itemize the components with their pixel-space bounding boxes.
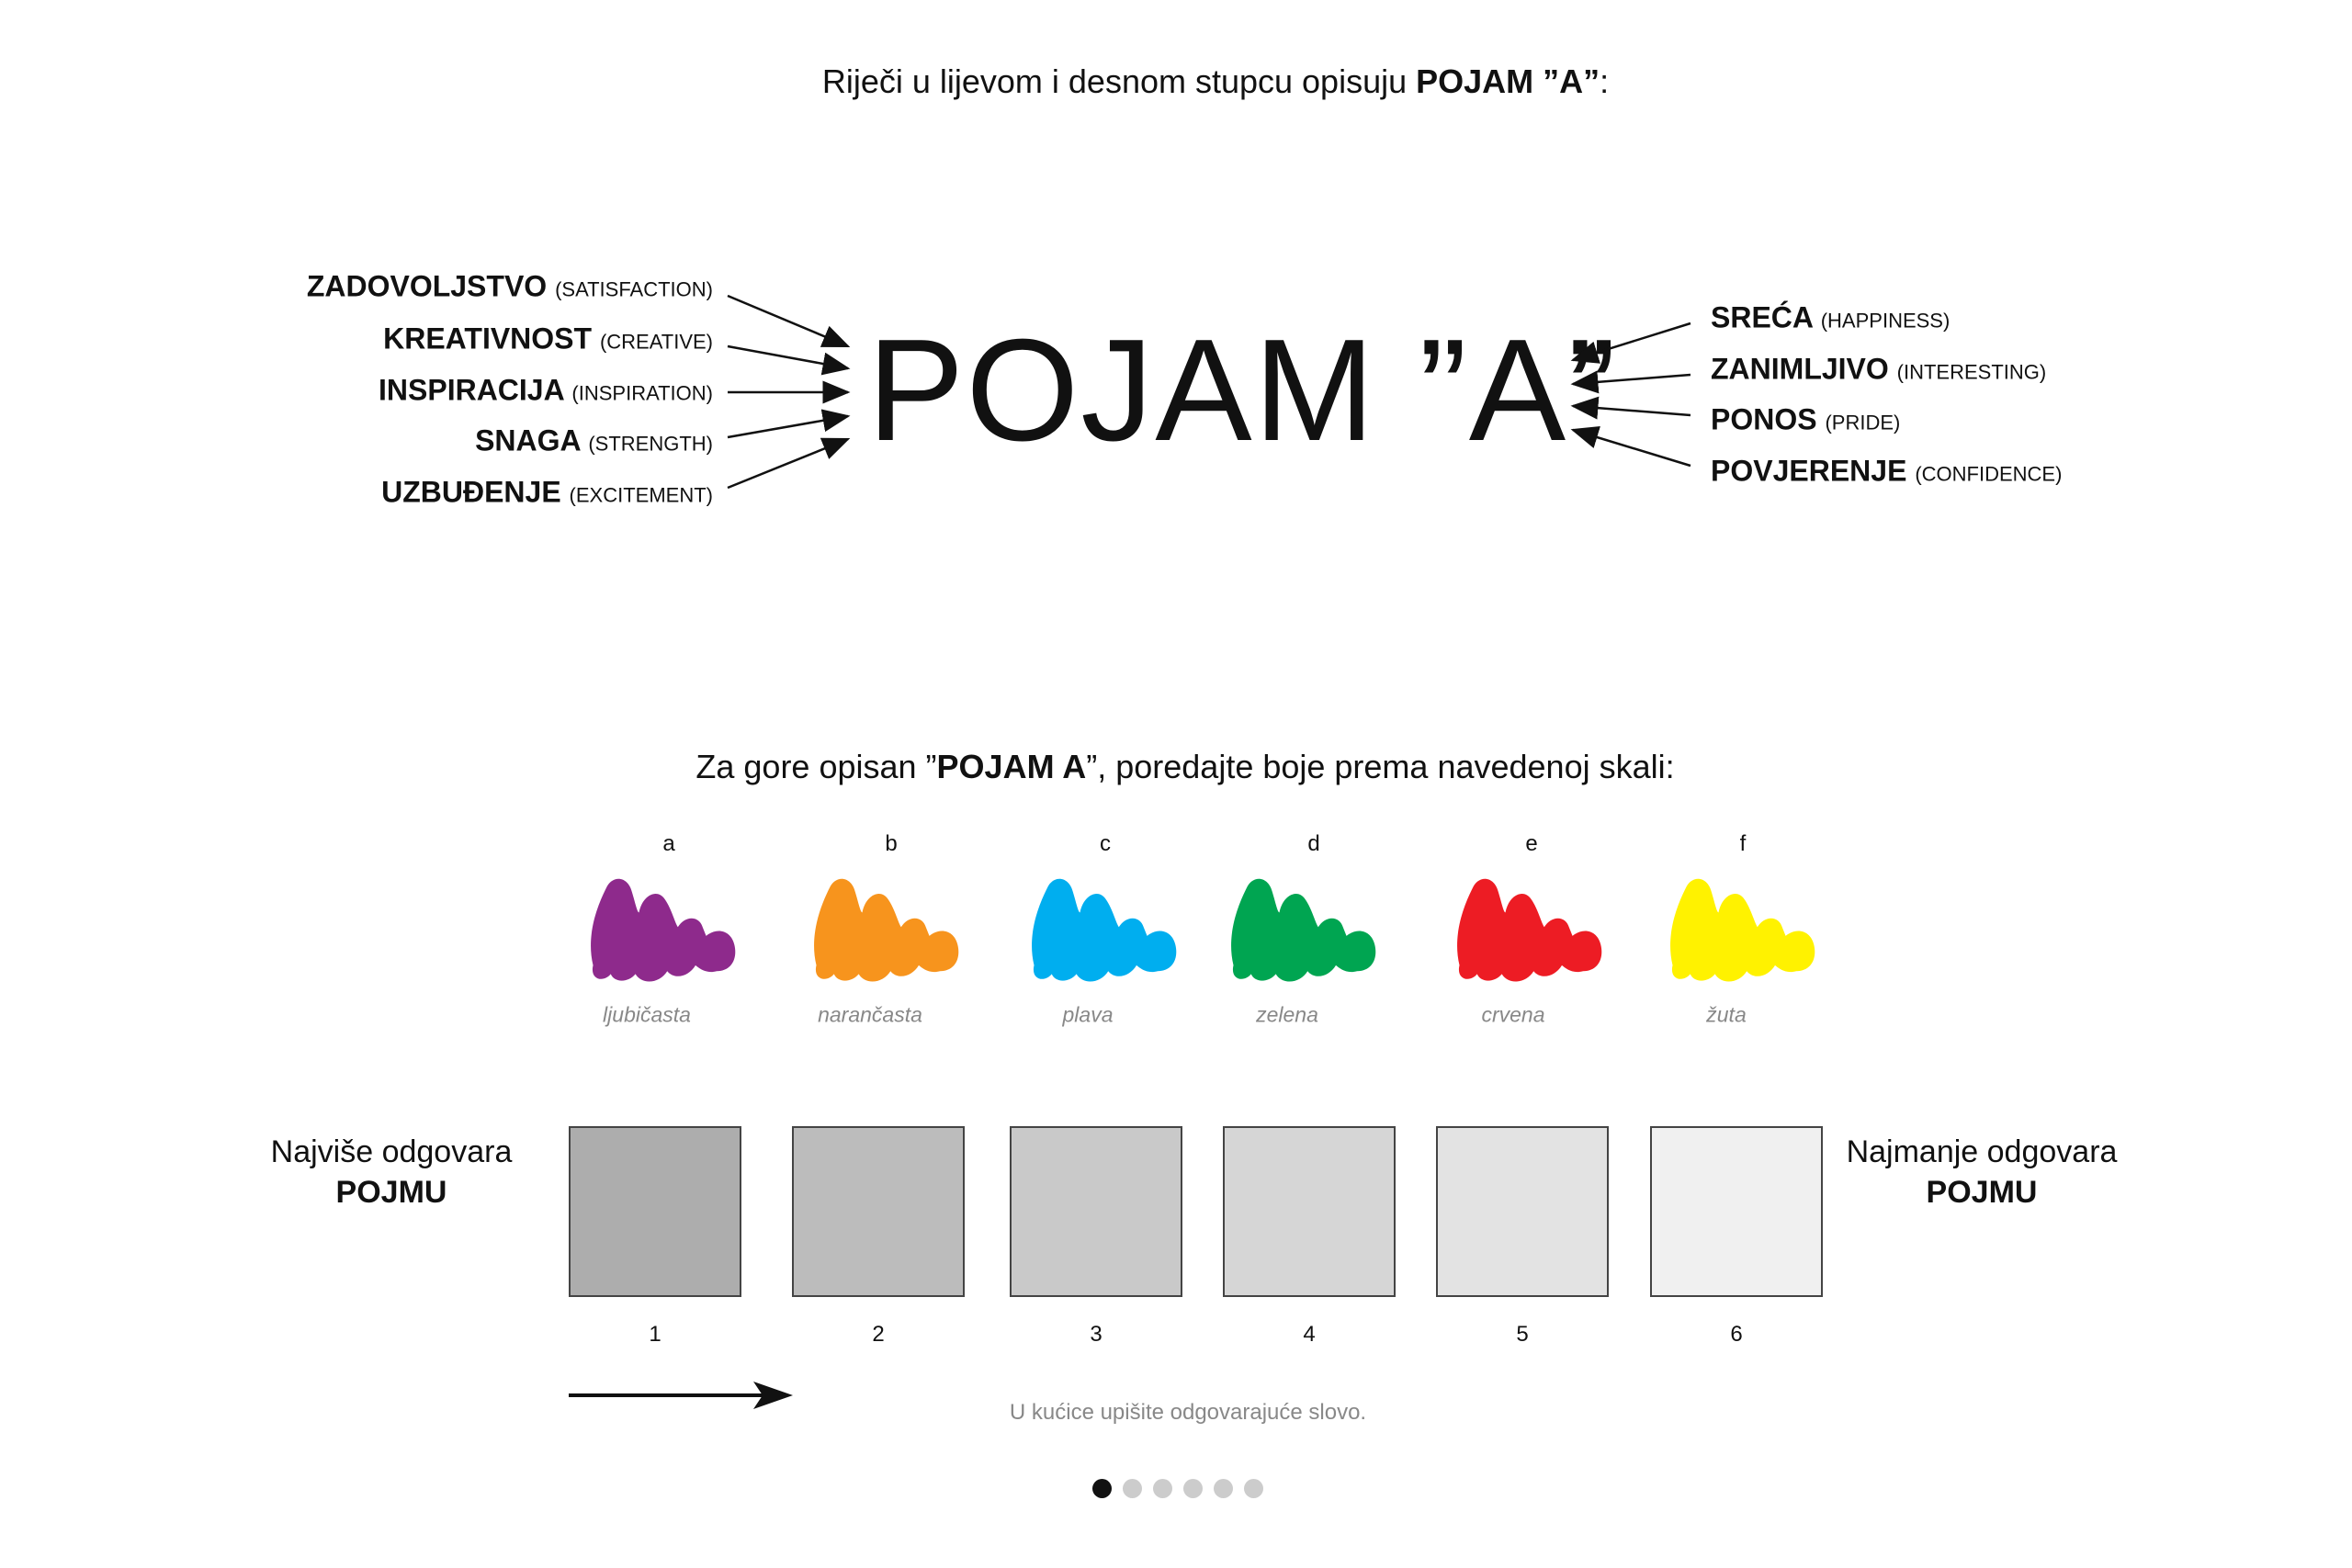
color-name: zelena xyxy=(1256,1002,1318,1027)
rank-number: 3 xyxy=(1090,1322,1102,1347)
right-word: ZANIMLJIVO (INTERESTING) xyxy=(1711,353,2046,387)
word-label: SNAGA xyxy=(475,423,581,457)
word-label: SREĆA xyxy=(1711,300,1813,334)
word-translation: (PRIDE) xyxy=(1825,411,1901,434)
right-word: POVJERENJE (CONFIDENCE) xyxy=(1711,455,2062,489)
word-label: ZANIMLJIVO xyxy=(1711,352,1889,386)
pagination-dot[interactable] xyxy=(1183,1479,1203,1498)
right-word: PONOS (PRIDE) xyxy=(1711,403,1900,437)
rank-number: 5 xyxy=(1516,1322,1529,1347)
word-label: INSPIRACIJA xyxy=(379,373,564,407)
direction-arrow-icon xyxy=(569,1382,793,1409)
color-name: plava xyxy=(1062,1002,1114,1027)
color-name: žuta xyxy=(1706,1002,1747,1027)
color-letter: d xyxy=(1307,831,1320,856)
left-word: ZADOVOLJSTVO (SATISFACTION) xyxy=(307,270,713,304)
color-letter: a xyxy=(662,831,675,856)
color-swatch-crvena xyxy=(1457,878,1602,982)
word-label: ZADOVOLJSTVO xyxy=(306,269,548,303)
color-name: crvena xyxy=(1481,1002,1545,1027)
rank-number: 6 xyxy=(1730,1322,1743,1347)
arrow-right-2 xyxy=(1570,370,1691,394)
rank-box-6[interactable] xyxy=(1650,1126,1823,1297)
word-label: UZBUĐENJE xyxy=(381,475,561,509)
arrow-left-5 xyxy=(727,437,851,490)
color-letter: e xyxy=(1525,831,1538,856)
color-name: ljubičasta xyxy=(603,1002,691,1027)
word-label: POVJERENJE xyxy=(1711,454,1907,488)
arrow-left-4 xyxy=(727,409,851,439)
rank-number: 1 xyxy=(649,1322,662,1347)
color-letter: b xyxy=(885,831,898,856)
arrows-diagram xyxy=(727,294,1691,490)
header-text: Riječi u lijevom i desnom stupcu opisuju… xyxy=(822,62,1609,101)
scale-right-text: Najmanje odgovara xyxy=(1846,1134,2118,1169)
scale-left-bold: POJMU xyxy=(335,1175,447,1210)
instruction-text: Za gore opisan ”POJAM A”, poredajte boje… xyxy=(695,748,1674,786)
color-name: narančasta xyxy=(818,1002,922,1027)
word-translation: (INTERESTING) xyxy=(1896,360,2047,384)
left-word: UZBUĐENJE (EXCITEMENT) xyxy=(381,476,713,510)
word-label: KREATIVNOST xyxy=(383,321,593,355)
word-translation: (CREATIVE) xyxy=(599,330,713,354)
rank-box-1[interactable] xyxy=(569,1126,741,1297)
word-translation: (STRENGTH) xyxy=(588,432,713,456)
left-word: INSPIRACIJA (INSPIRATION) xyxy=(379,374,713,408)
color-swatch-narančasta xyxy=(814,878,959,982)
rank-box-2[interactable] xyxy=(792,1126,965,1297)
scale-left-text: Najviše odgovara xyxy=(270,1134,513,1169)
instruction-bold: POJAM A xyxy=(936,748,1087,785)
color-swatch-ljubičasta xyxy=(591,878,736,982)
instruction-prefix: Za gore opisan ” xyxy=(695,748,937,785)
color-letter: f xyxy=(1739,831,1747,856)
header-bold: POJAM ”A” xyxy=(1416,62,1600,100)
pagination-dot[interactable] xyxy=(1092,1479,1112,1498)
right-word: SREĆA (HAPPINESS) xyxy=(1711,301,1950,335)
header-prefix: Riječi u lijevom i desnom stupcu opisuju xyxy=(821,62,1417,100)
arrow-right-1 xyxy=(1570,321,1691,364)
word-translation: (SATISFACTION) xyxy=(555,277,713,301)
rank-box-3[interactable] xyxy=(1010,1126,1182,1297)
concept-title: POJAM ”A” xyxy=(867,310,1618,471)
arrow-right-3 xyxy=(1570,396,1691,420)
pagination-dot[interactable] xyxy=(1214,1479,1233,1498)
word-translation: (INSPIRATION) xyxy=(571,381,713,405)
word-translation: (HAPPINESS) xyxy=(1820,309,1951,333)
color-letter: c xyxy=(1100,831,1111,856)
arrow-left-1 xyxy=(727,294,851,348)
left-word: KREATIVNOST (CREATIVE) xyxy=(383,322,713,356)
left-word: SNAGA (STRENGTH) xyxy=(475,424,713,458)
pagination-dot[interactable] xyxy=(1153,1479,1172,1498)
hint-text: U kućice upišite odgovarajuće slovo. xyxy=(1009,1400,1367,1425)
rank-box-5[interactable] xyxy=(1436,1126,1609,1297)
rank-number: 4 xyxy=(1303,1322,1316,1347)
rank-box-4[interactable] xyxy=(1223,1126,1396,1297)
instruction-suffix: ”, poredajte boje prema navedenoj skali: xyxy=(1086,748,1675,785)
pagination-dot[interactable] xyxy=(1123,1479,1142,1498)
color-swatch-zelena xyxy=(1231,878,1376,982)
word-translation: (EXCITEMENT) xyxy=(569,483,713,507)
color-swatch-žuta xyxy=(1670,878,1815,982)
arrow-left-2 xyxy=(727,344,851,376)
header-suffix: : xyxy=(1600,62,1610,100)
arrow-right-4 xyxy=(1570,426,1691,468)
word-translation: (CONFIDENCE) xyxy=(1915,462,2063,486)
color-swatch-plava xyxy=(1032,878,1177,982)
rank-number: 2 xyxy=(872,1322,885,1347)
word-label: PONOS xyxy=(1711,402,1817,436)
scale-right-bold: POJMU xyxy=(1926,1175,2038,1210)
pagination-dot[interactable] xyxy=(1244,1479,1263,1498)
